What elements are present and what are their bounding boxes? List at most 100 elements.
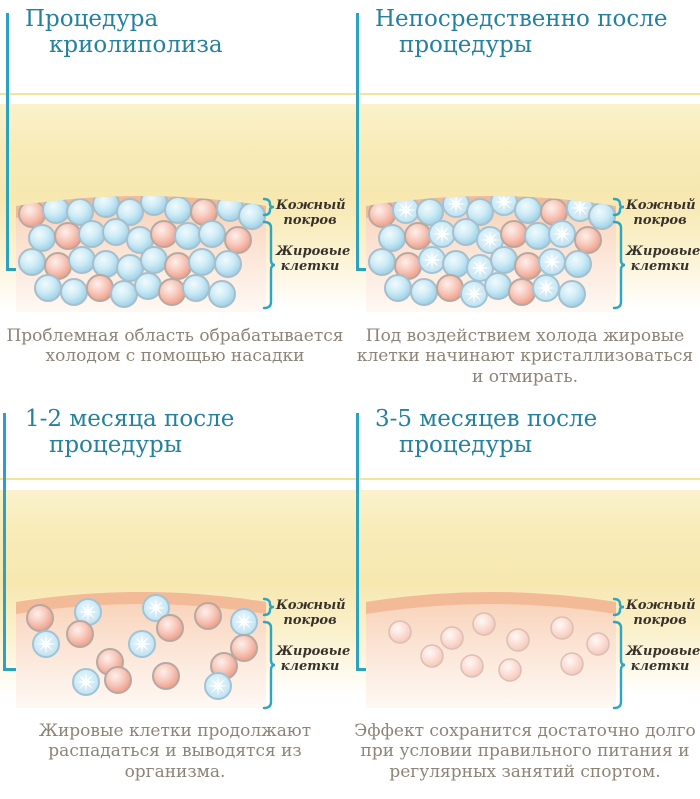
accent-hook [356, 268, 372, 271]
ice-crystal-center [440, 232, 444, 236]
fat-cell-pink [514, 252, 542, 280]
fat-cell-blue [368, 248, 396, 276]
fat-cell-blue [442, 250, 470, 278]
dissolving-pale-cell [460, 654, 484, 678]
skin-label-line2: покров [633, 613, 687, 629]
panel-immediately-after: Непосредственно после процедуры Кожный п… [350, 0, 700, 400]
ice-crystal-center [488, 238, 492, 242]
ice-crystal-center [502, 200, 506, 204]
panel-title-line2: процедуры [49, 431, 183, 458]
fat-label-line1: Жировые [626, 244, 700, 259]
ice-crystal-center [560, 232, 564, 236]
ice-crystal-center [472, 292, 476, 296]
skin-block [366, 592, 616, 708]
fat-cell-blue [110, 280, 138, 308]
fat-cell-blue [524, 222, 552, 250]
fat-cells-bracket [612, 620, 626, 710]
dissolving-pale-cell [506, 628, 530, 652]
ice-crystal-center [430, 258, 434, 262]
fat-label-line1: Жировые [626, 644, 700, 659]
fat-cell-blue [116, 198, 144, 226]
panel-1-2-months: 1-2 месяца после процедуры Кожный покров… [0, 400, 350, 799]
fat-label-line2: клетки [280, 659, 340, 675]
skin-layer-bracket [262, 597, 275, 617]
fat-cell-blue [198, 220, 226, 248]
skin-label-line1: Кожный [276, 198, 346, 213]
stage-row-top: Процедура криолиполиза Кожный покров Жир… [0, 0, 700, 400]
fat-cell-blue [92, 196, 120, 218]
skin-layer-bracket [612, 197, 625, 217]
skin-layer-label: Кожный покров [626, 598, 696, 629]
fat-cell-blue [416, 198, 444, 226]
fat-cell-blue [18, 248, 46, 276]
stage-row-bottom: 1-2 месяца после процедуры Кожный покров… [0, 400, 700, 799]
panel-title-line1: 1-2 месяца после [25, 406, 235, 432]
skin-label-line1: Кожный [626, 598, 696, 613]
panel-title: Непосредственно после процедуры [375, 6, 695, 58]
fat-cell-blue [174, 222, 202, 250]
fat-cells-bracket [612, 220, 626, 310]
fat-cells-label: Жировые клетки [626, 244, 700, 275]
fat-cell-pink [164, 252, 192, 280]
fat-cells-label: Жировые клетки [276, 644, 351, 675]
ice-crystal-center [140, 642, 144, 646]
fat-cell-blue [60, 278, 88, 306]
fat-label-line2: клетки [630, 259, 690, 275]
fat-cell-pink [500, 220, 528, 248]
ice-crystal-center [154, 606, 158, 610]
skin-layer-label: Кожный покров [276, 198, 346, 228]
skin-top-layer [16, 592, 266, 614]
ice-crystal-center [550, 260, 554, 264]
dissolving-pale-cell [498, 658, 522, 682]
panel-title-line1: Процедура [25, 6, 159, 32]
fat-cell-blue [28, 224, 56, 252]
fat-cell-pink [86, 274, 114, 302]
skin-layer-label: Кожный покров [626, 198, 696, 229]
panel-caption: Эффект сохранится достаточно долго при у… [354, 721, 696, 782]
dissolving-pale-cell [420, 644, 444, 668]
ice-crystal-center [84, 680, 88, 684]
accent-bracket-line [356, 13, 372, 271]
fat-cell-blue [34, 274, 62, 302]
skin-illustration [16, 592, 266, 708]
fat-cell-blue [188, 248, 216, 276]
fat-cell-pink [508, 278, 536, 306]
fat-cell-blue [66, 198, 94, 226]
ice-crystal-center [242, 620, 246, 624]
fat-cell-blue [134, 272, 162, 300]
skin-layer-bracket [612, 597, 625, 617]
skin-label-line1: Кожный [276, 598, 346, 613]
skin-illustration [366, 196, 616, 312]
dissolving-pale-cell [550, 616, 574, 640]
ice-crystal-center [454, 202, 458, 206]
annotation-brackets [612, 597, 626, 710]
fat-cell-blue [490, 246, 518, 274]
accent-bracket-line [3, 413, 19, 671]
fat-cells-bracket [262, 220, 276, 310]
fat-cell-pink [194, 602, 222, 630]
fat-cell-blue [102, 218, 130, 246]
panel-caption: Проблемная область обрабатывается холодо… [6, 326, 344, 367]
fat-cell-pink [158, 278, 186, 306]
annotation-brackets [262, 197, 276, 310]
fat-label-line1: Жировые [276, 644, 351, 659]
fat-cell-pink [66, 620, 94, 648]
fat-cells-layer [26, 594, 258, 700]
fat-cell-pink [436, 274, 464, 302]
ice-crystal-center [578, 206, 582, 210]
accent-bracket-line [6, 13, 22, 271]
skin-label-line1: Кожный [626, 198, 696, 213]
fat-cell-blue [466, 198, 494, 226]
fat-cell-blue [558, 280, 586, 308]
fat-cell-pink [224, 226, 252, 254]
panel-title-line1: 3-5 месяцев после [375, 406, 598, 432]
skin-label-line2: покров [283, 613, 337, 629]
fat-cell-blue [452, 218, 480, 246]
skin-top-layer [366, 592, 616, 614]
fat-cell-blue [92, 250, 120, 278]
divider-line [0, 93, 700, 95]
skin-label-line2: покров [633, 213, 687, 229]
panel-title: 3-5 месяцев после процедуры [375, 406, 695, 458]
dissolving-pale-cell [472, 612, 496, 636]
panel-title-line2: процедуры [399, 31, 533, 58]
